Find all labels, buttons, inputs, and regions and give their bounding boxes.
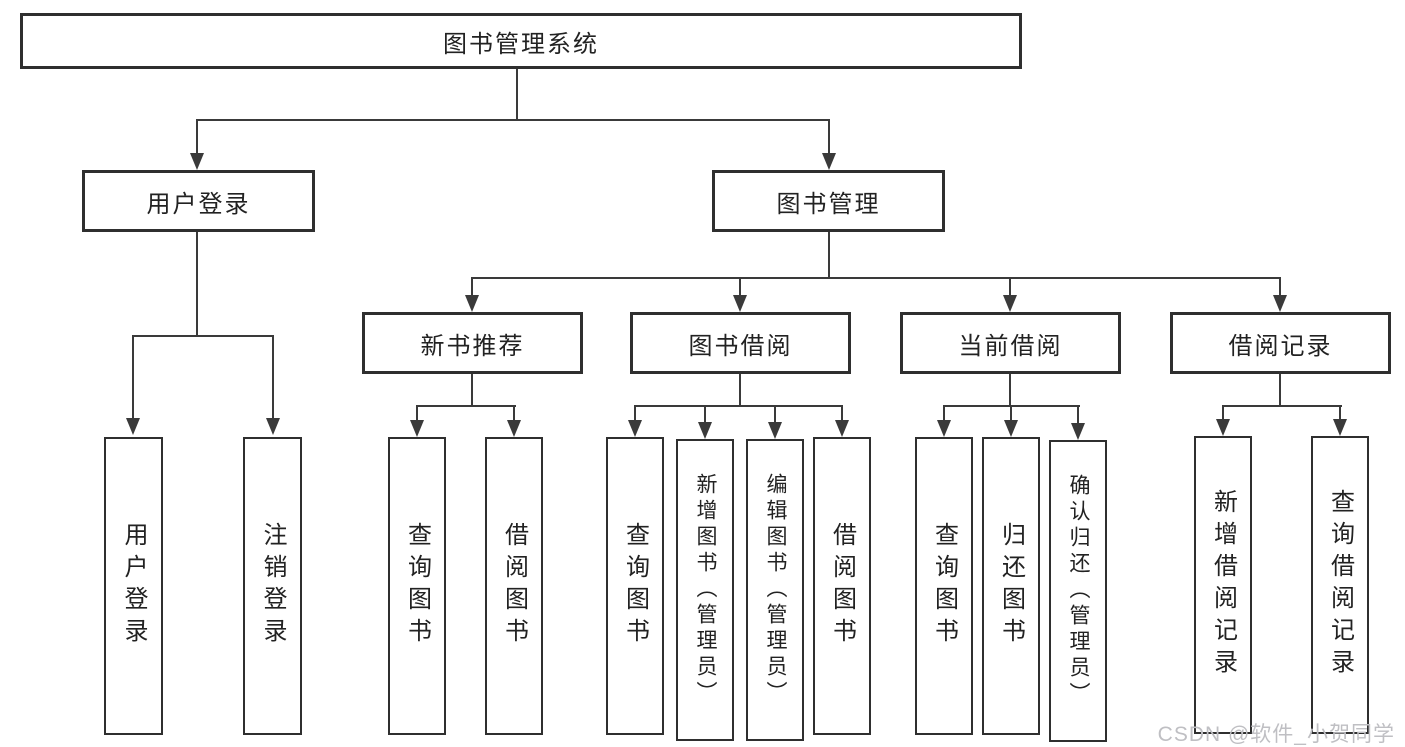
leaf-label: 查询图书 (930, 522, 958, 650)
node-user-login: 用户登录 (82, 170, 315, 232)
node-library-system: 图书管理系统 (20, 13, 1022, 69)
edge-shaft (272, 336, 274, 419)
leaf-label: 查询图书 (621, 522, 649, 650)
edge-shaft (132, 336, 134, 419)
arrow-down-icon (822, 153, 836, 170)
leaf-borrow-books-recommend: 借阅图书 (485, 437, 543, 735)
node-current-borrowing: 当前借阅 (900, 312, 1121, 374)
edge-rail-borrow-record (1222, 405, 1342, 407)
leaf-label: 查询借阅记录 (1326, 489, 1354, 681)
arrow-down-icon (1003, 295, 1017, 312)
arrow-down-icon (1071, 423, 1085, 440)
arrow-down-icon (628, 420, 642, 437)
edge-shaft (1339, 406, 1341, 420)
arrow-down-icon (768, 422, 782, 439)
node-label: 图书管理 (776, 190, 881, 218)
edge-shaft (513, 406, 515, 421)
leaf-return-books: 归还图书 (982, 437, 1040, 735)
leaf-label: 用户登录 (120, 522, 147, 650)
node-label: 用户登录 (146, 190, 251, 218)
arrow-down-icon (507, 420, 521, 437)
leaf-label: 确认归还（管理员） (1067, 474, 1090, 708)
edge-shaft (1279, 278, 1281, 296)
leaf-label: 注销登录 (259, 522, 286, 650)
node-new-book-recommend: 新书推荐 (362, 312, 583, 374)
edge-shaft (739, 278, 741, 296)
edge-shaft (774, 406, 776, 423)
node-label: 当前借阅 (958, 332, 1063, 360)
leaf-label: 新增借阅记录 (1209, 489, 1237, 681)
leaf-add-borrow-record: 新增借阅记录 (1194, 436, 1252, 734)
arrow-down-icon (937, 420, 951, 437)
edge-borrow-record-stem (1279, 374, 1281, 407)
edge-shaft (1009, 278, 1011, 296)
leaf-user-login: 用户登录 (104, 437, 163, 735)
node-borrow-records: 借阅记录 (1170, 312, 1391, 374)
edge-book-borrow-stem (739, 374, 741, 407)
edge-shaft (416, 406, 418, 421)
node-label: 图书管理系统 (443, 30, 599, 58)
leaf-query-borrow-record: 查询借阅记录 (1311, 436, 1369, 734)
arrow-down-icon (410, 420, 424, 437)
edge-shaft (196, 120, 198, 154)
leaf-query-books-recommend: 查询图书 (388, 437, 446, 735)
edge-shaft (704, 406, 706, 423)
node-label: 新书推荐 (420, 332, 525, 360)
edge-shaft (634, 406, 636, 421)
arrow-down-icon (1273, 295, 1287, 312)
leaf-label: 编辑图书（管理员） (764, 473, 787, 707)
leaf-label: 借阅图书 (500, 522, 528, 650)
arrow-down-icon (190, 153, 204, 170)
leaf-query-books-current: 查询图书 (915, 437, 973, 735)
arrow-down-icon (1216, 419, 1230, 436)
edge-rail-book-mgmt (471, 277, 1281, 279)
edge-current-borrow-stem (1009, 374, 1011, 407)
edge-new-book-stem (471, 374, 473, 407)
arrow-down-icon (465, 295, 479, 312)
edge-user-login-stem (196, 232, 198, 337)
leaf-logout: 注销登录 (243, 437, 302, 735)
edge-rail-new-book (416, 405, 516, 407)
edge-rail-book-borrow (634, 405, 843, 407)
edge-book-mgmt-stem (828, 232, 830, 279)
arrow-down-icon (266, 418, 280, 435)
watermark: CSDN @软件_小贺同学 (1157, 723, 1395, 746)
leaf-label: 借阅图书 (828, 522, 856, 650)
edge-rail-level2 (196, 119, 830, 121)
leaf-label: 新增图书（管理员） (694, 473, 717, 707)
leaf-query-books-borrowing: 查询图书 (606, 437, 664, 735)
leaf-borrow-books: 借阅图书 (813, 437, 871, 735)
arrow-down-icon (1333, 419, 1347, 436)
edge-shaft (828, 120, 830, 154)
edge-shaft (1077, 406, 1079, 424)
leaf-confirm-return-admin: 确认归还（管理员） (1049, 440, 1107, 742)
node-book-management: 图书管理 (712, 170, 945, 232)
edge-shaft (841, 406, 843, 421)
arrow-down-icon (835, 420, 849, 437)
arrow-down-icon (733, 295, 747, 312)
arrow-down-icon (698, 422, 712, 439)
leaf-label: 查询图书 (403, 522, 431, 650)
arrow-down-icon (126, 418, 140, 435)
edge-rail-user-login (132, 335, 274, 337)
node-label: 图书借阅 (688, 332, 793, 360)
edge-shaft (1010, 406, 1012, 421)
leaf-label: 归还图书 (997, 522, 1025, 650)
node-label: 借阅记录 (1228, 332, 1333, 360)
edge-root-stem (516, 69, 518, 120)
arrow-down-icon (1004, 420, 1018, 437)
leaf-add-books-admin: 新增图书（管理员） (676, 439, 734, 741)
edge-shaft (943, 406, 945, 421)
edge-shaft (471, 278, 473, 296)
leaf-edit-books-admin: 编辑图书（管理员） (746, 439, 804, 741)
node-book-borrowing: 图书借阅 (630, 312, 851, 374)
edge-shaft (1222, 406, 1224, 420)
